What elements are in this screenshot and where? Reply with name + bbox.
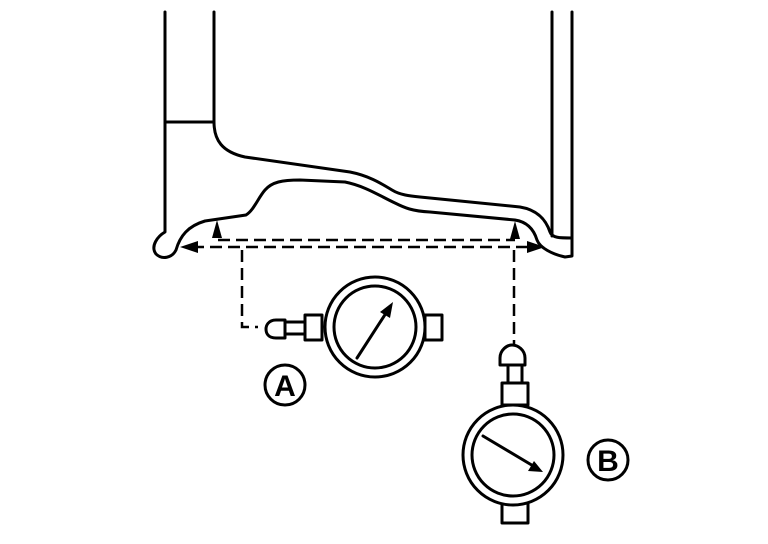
label-b-text: B (597, 445, 619, 478)
arrowhead-up-left (212, 220, 222, 238)
arrowhead-right (527, 241, 545, 253)
arrowhead-left (180, 241, 198, 253)
label-b: B (586, 438, 630, 482)
dial-gauge-a (264, 275, 444, 379)
measurement-lines (180, 220, 545, 345)
needle-a (355, 308, 390, 360)
label-a: A (263, 363, 307, 407)
arrowhead-up-right (510, 221, 520, 239)
dial-gauge-b (461, 343, 565, 525)
label-a-text: A (274, 370, 296, 403)
needle-b (481, 434, 537, 469)
wheel-rim-section (152, 10, 574, 259)
